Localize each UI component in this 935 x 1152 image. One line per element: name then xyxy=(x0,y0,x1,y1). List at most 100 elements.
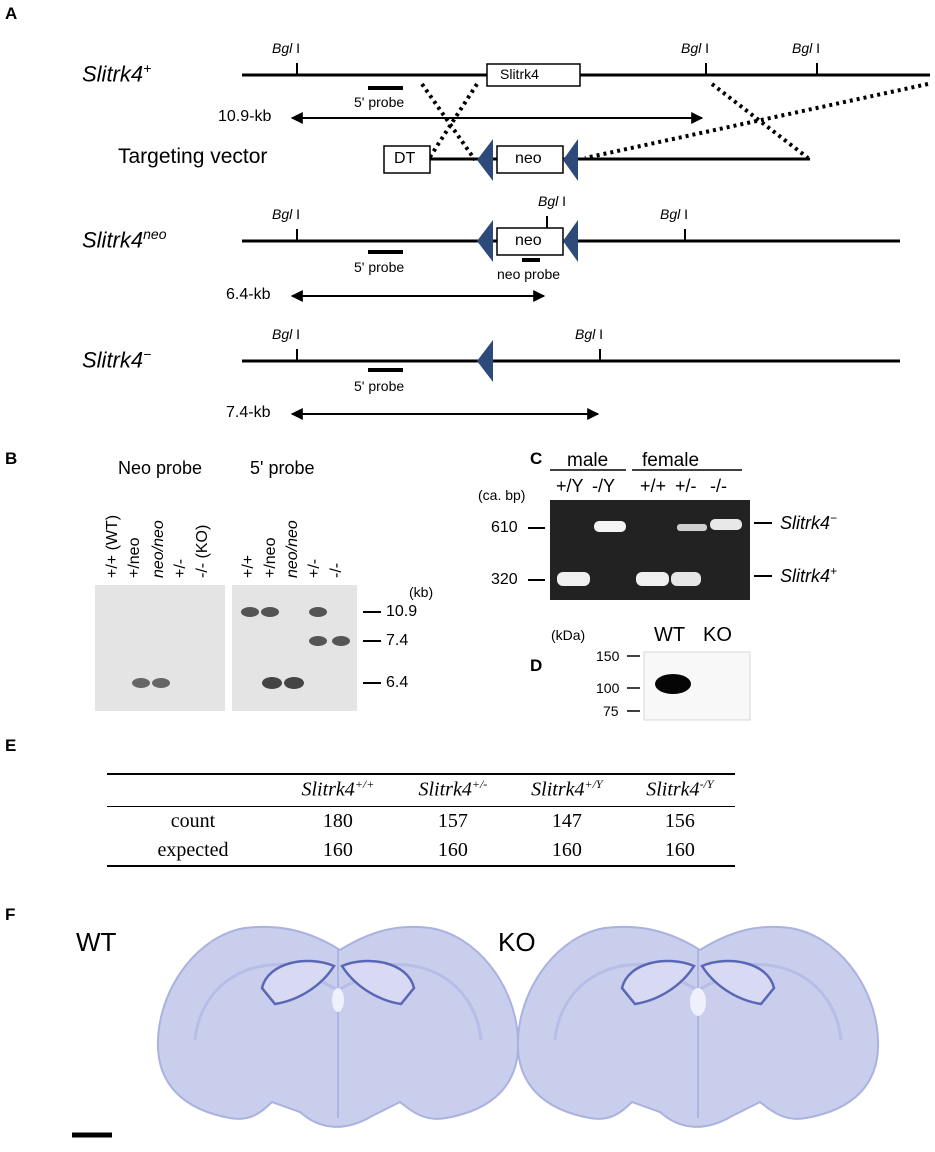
table-header-4: Slitrk4-/Y xyxy=(624,772,735,807)
wt-hippocampus-right xyxy=(340,959,416,1006)
neo-neo-box xyxy=(496,227,564,256)
neo-lane-5: -/- (KO) xyxy=(194,524,211,578)
table-header-2: Slitrk4+/- xyxy=(396,772,509,807)
pcr-band-lane2-610 xyxy=(594,521,626,532)
crossover-line-3 xyxy=(710,82,810,160)
western-band-wt xyxy=(655,674,691,694)
crossover-line-1 xyxy=(420,82,477,162)
neo-probe-blot xyxy=(95,585,225,711)
table-cell: 180 xyxy=(322,809,353,832)
wt-brain-outline xyxy=(156,925,520,1128)
ko-bgl-label-2: Bgl I xyxy=(575,326,604,342)
pcr-band-lane4-320 xyxy=(671,572,701,586)
pcr-band-ko-label: Slitrk4− xyxy=(780,511,838,533)
crossover-line-4 xyxy=(584,82,929,160)
wt-slitrk4-box-label: Slitrk4 xyxy=(500,66,539,82)
pcr-male-label: male xyxy=(567,450,609,471)
table-row-label: count xyxy=(170,809,216,832)
neo-probe-label: neo probe xyxy=(497,266,561,282)
table-cell: 160 xyxy=(624,835,735,867)
pcr-gel-bg xyxy=(550,500,750,600)
neo-lane-2: +/neo xyxy=(126,537,143,578)
five-probe-blot xyxy=(232,585,357,711)
five-lane-3: neo/neo xyxy=(284,520,301,578)
neo-bgl-label-3: Bgl I xyxy=(660,206,689,222)
wt-ventricle xyxy=(332,988,344,1012)
pcr-marker-320: 320 xyxy=(491,571,518,588)
western-marker-75: 75 xyxy=(603,703,619,719)
panel-label-e: E xyxy=(5,736,17,755)
western-unit: (kDa) xyxy=(551,627,586,643)
vector-loxp-left xyxy=(477,139,493,181)
panel-label-d: D xyxy=(530,656,543,675)
table-row-label: expected xyxy=(107,835,279,867)
blot-marker-74: 7.4 xyxy=(386,632,409,649)
ko-5probe-label: 5' probe xyxy=(354,378,405,394)
wt-allele-label: Slitrk4+ xyxy=(82,60,152,87)
five-lane-1: +/+ xyxy=(240,554,257,578)
neo-lane-1: +/+ (WT) xyxy=(104,514,121,578)
vector-neo-box xyxy=(496,145,564,174)
ko-ventricle xyxy=(690,988,706,1016)
western-lane-ko: KO xyxy=(703,624,732,646)
ko-allele-label: Slitrk4− xyxy=(82,346,152,373)
five-probe-title: 5' probe xyxy=(250,458,315,478)
targeting-vector-label: Targeting vector xyxy=(118,145,268,168)
neo-bgl-label-1: Bgl I xyxy=(272,206,301,222)
table-row: count 180 157 147 156 xyxy=(107,806,735,836)
five-lane-2: +/neo xyxy=(262,537,279,578)
brain-section-ko xyxy=(516,925,880,1128)
table-cell: 160 xyxy=(508,835,625,867)
brain-label-wt: WT xyxy=(76,927,117,957)
genotype-table: Slitrk4+/+ Slitrk4+/- Slitrk4+/Y Slitrk4… xyxy=(107,772,735,867)
ko-hippocampus-right xyxy=(700,959,776,1006)
wt-hippocampus-left xyxy=(260,959,336,1006)
ko-cortex-inner xyxy=(553,962,843,1041)
vector-dt-box xyxy=(383,145,431,174)
panel-label-f: F xyxy=(5,905,16,924)
blot-marker-64: 6.4 xyxy=(386,674,409,691)
western-lane-wt: WT xyxy=(654,624,686,646)
pcr-band-lane3-320 xyxy=(636,572,669,586)
pcr-lane-5: -/- xyxy=(710,476,727,496)
table-cell: 160 xyxy=(396,835,509,867)
pcr-lane-1: +/Y xyxy=(556,476,584,496)
blot-unit: (kb) xyxy=(409,584,434,600)
neo-allele-label: Slitrk4neo xyxy=(82,226,167,253)
vector-neo-label: neo xyxy=(515,150,542,167)
table-cell: 147 xyxy=(551,809,582,832)
western-marker-100: 100 xyxy=(596,680,620,696)
panel-label-c: C xyxy=(530,449,543,468)
table-cell: 156 xyxy=(664,809,695,832)
table-header-1: Slitrk4+/+ xyxy=(279,772,397,807)
table-cell: 157 xyxy=(437,809,468,832)
pcr-female-label: female xyxy=(642,450,700,471)
ko-brain-outline xyxy=(516,925,880,1128)
pcr-lane-4: +/- xyxy=(675,476,697,496)
brain-label-ko: KO xyxy=(498,927,536,957)
wt-bgl-label-2: Bgl I xyxy=(681,40,710,56)
pcr-marker-610: 610 xyxy=(491,519,518,536)
pcr-band-lane5-610 xyxy=(710,519,742,530)
ko-fragment-label: 7.4-kb xyxy=(226,404,271,421)
wt-cortex-inner xyxy=(193,962,483,1041)
neo-neo-box-label: neo xyxy=(515,232,542,249)
vector-loxp-right xyxy=(563,139,578,181)
wt-bgl-label-1: Bgl I xyxy=(272,40,301,56)
targeting-diagram xyxy=(242,63,930,420)
western-marker-150: 150 xyxy=(596,648,620,664)
neo-5probe-label: 5' probe xyxy=(354,259,405,275)
wt-slitrk4-box xyxy=(486,63,581,87)
neo-loxp-left xyxy=(477,220,493,262)
ko-bgl-label-1: Bgl I xyxy=(272,326,301,342)
pcr-lane-3: +/+ xyxy=(640,476,667,496)
blot-marker-109: 10.9 xyxy=(386,603,418,620)
panel-label-b: B xyxy=(5,449,18,468)
pcr-band-wt-label: Slitrk4+ xyxy=(780,564,838,586)
five-lane-5: -/- xyxy=(328,562,345,578)
ko-hippocampus-left xyxy=(620,959,696,1006)
ko-loxp xyxy=(477,340,493,382)
wt-fragment-label: 10.9-kb xyxy=(218,108,272,125)
pcr-unit: (ca. bp) xyxy=(478,487,526,503)
pcr-band-lane1-320 xyxy=(557,572,590,586)
